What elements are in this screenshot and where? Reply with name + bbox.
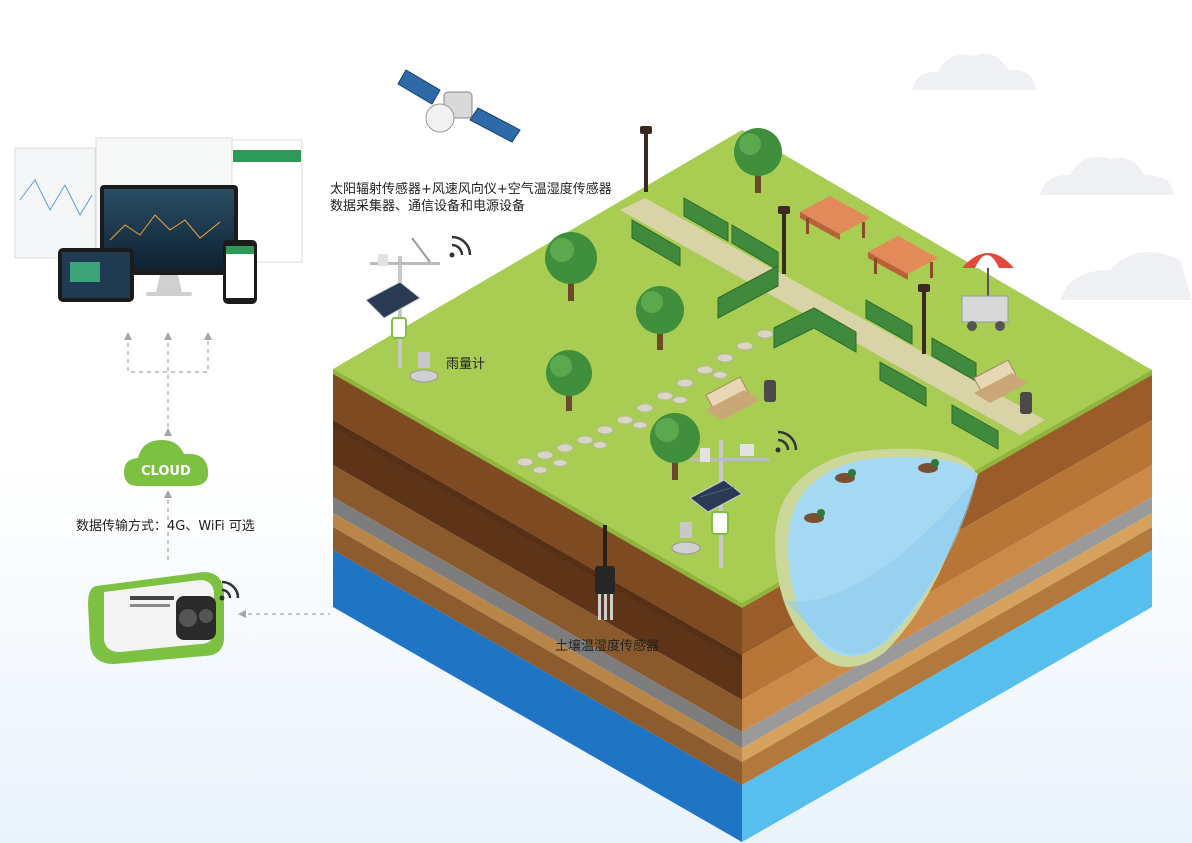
soil-sensor-icon [595, 525, 615, 620]
satellite-icon [397, 69, 521, 143]
bench-icon [705, 359, 1032, 420]
cloud-icon [124, 440, 209, 486]
wifi-signal-icon [219, 580, 240, 601]
standalone-weather-station [365, 235, 472, 383]
cloud-label: CLOUD [141, 464, 191, 479]
monitor-icon [14, 137, 303, 296]
rain-gauge-label: 雨量计 [446, 357, 486, 372]
rain-gauge-icon [671, 522, 701, 555]
grass-edge [333, 369, 742, 608]
stepping-stones [516, 329, 774, 474]
tablet-icon [58, 248, 134, 302]
soil-sensor-label: 土壤温湿度传感器 [555, 639, 660, 654]
lamp-post-icon [640, 126, 930, 354]
connection-lines [127, 335, 330, 615]
station-label-line2: 数据采集器、通信设备和电源设备 [330, 199, 526, 214]
data-logger-icon [88, 572, 224, 664]
station-label-line1: 太阳辐射传感器+风速风向仪+空气温湿度传感器 [330, 182, 612, 197]
duck-icon [804, 459, 939, 523]
umbrella-icon [961, 253, 1014, 331]
tree-icon [545, 128, 782, 480]
background-clouds [912, 53, 1192, 300]
picnic-table-icon [800, 196, 938, 280]
soil-block [333, 369, 1152, 842]
arrowheads [124, 332, 246, 618]
transmission-label: 数据传输方式：4G、WiFi 可选 [76, 519, 255, 534]
phone-icon [223, 240, 257, 304]
hedge-rows [631, 197, 999, 450]
weather-station-icon [689, 430, 798, 568]
pond-icon [775, 448, 978, 667]
